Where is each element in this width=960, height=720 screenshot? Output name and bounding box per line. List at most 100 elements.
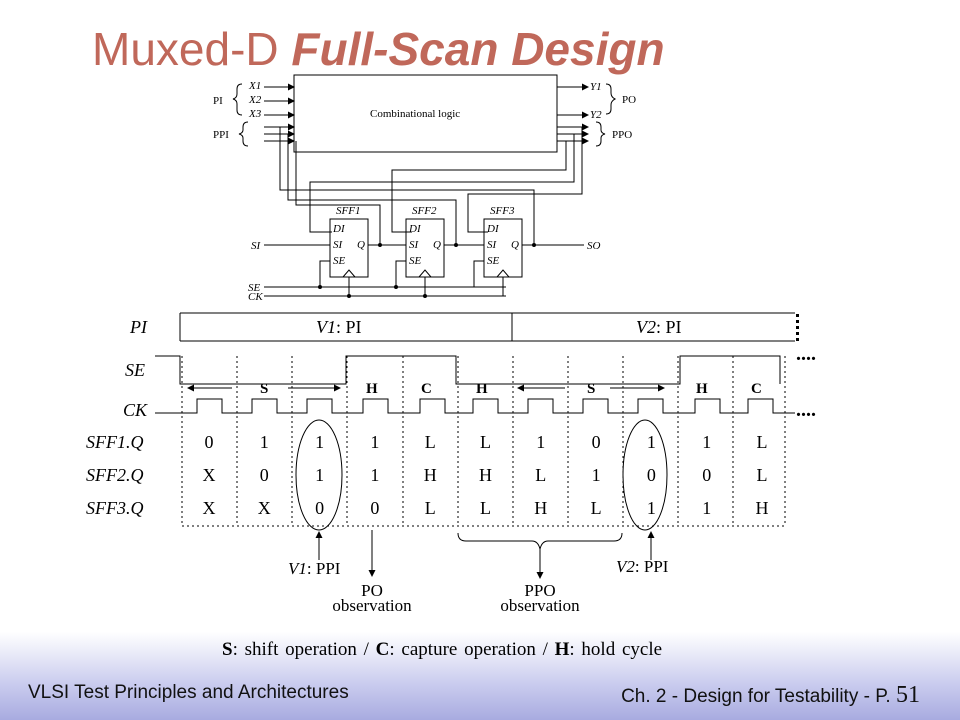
ppi-label: PPI: [213, 129, 229, 141]
logic-label: Combinational logic: [370, 108, 460, 120]
pi-v1: V1: PI: [316, 317, 362, 337]
v1-ppi-annotation: V1: PPI: [288, 559, 341, 578]
state-cell: 1: [260, 432, 269, 452]
state-cell: 0: [315, 498, 324, 518]
sff2-se: SE: [409, 255, 422, 267]
op-label-0: S: [260, 381, 268, 397]
title-emphasis: Full-Scan Design: [291, 23, 665, 75]
ppo-observation-2: observation: [500, 596, 580, 615]
footer-chapter-text: Ch. 2 - Design for Testability - P.: [621, 686, 891, 707]
output-y2: Y2: [590, 109, 602, 121]
sff2-di: DI: [408, 223, 422, 235]
state-cell: 0: [260, 465, 269, 485]
state-cell: 1: [702, 498, 711, 518]
state-cell: H: [479, 465, 492, 485]
po-observation-1: PO: [361, 581, 383, 600]
slide-title: Muxed-D Full-Scan Design: [92, 22, 665, 76]
sff1-di: DI: [332, 223, 346, 235]
state-cell: 1: [647, 432, 656, 452]
circuit: [232, 74, 617, 297]
legend-s-text: : shift operation /: [232, 639, 369, 660]
sff2-name: SFF2: [412, 205, 437, 217]
state-cell: L: [425, 498, 436, 518]
output-y1: Y1: [590, 81, 602, 93]
state-cell: 1: [315, 432, 324, 452]
state-cell: L: [757, 465, 768, 485]
sff1-si: SI: [333, 239, 344, 251]
sff3-di: DI: [486, 223, 500, 235]
state-cell: L: [591, 498, 602, 518]
title-plain: Muxed-D: [92, 23, 292, 75]
sff1-se: SE: [333, 255, 346, 267]
sff3-se: SE: [487, 255, 500, 267]
input-x1: X1: [248, 80, 261, 92]
legend-c-key: C: [375, 639, 390, 660]
state-cell: 0: [592, 432, 601, 452]
pi-v2: V2: PI: [636, 317, 682, 337]
timing-diagram: [155, 312, 795, 579]
sff2-q: Q: [433, 239, 441, 251]
state-cell: L: [480, 432, 491, 452]
op-label-5: H: [696, 381, 708, 397]
op-label-1: H: [366, 381, 378, 397]
op-label-6: C: [751, 381, 762, 397]
state-cell: H: [534, 498, 547, 518]
state-cell: 1: [370, 432, 379, 452]
footer-course-title: VLSI Test Principles and Architectures: [28, 682, 349, 703]
pi-row-label: PI: [129, 317, 148, 337]
op-labels: S H C H S H C: [260, 381, 762, 397]
ppo-observation-1: PPO: [524, 581, 555, 600]
si-label: SI: [251, 240, 262, 252]
state-cell: 0: [205, 432, 214, 452]
ck-label: CK: [248, 291, 263, 303]
state-cell: 0: [647, 465, 656, 485]
op-label-4: S: [587, 381, 595, 397]
state-label-sff2: SFF2.Q: [86, 465, 144, 485]
state-cell: H: [756, 498, 769, 518]
po-observation-2: observation: [332, 596, 412, 615]
state-cell: L: [480, 498, 491, 518]
state-label-sff1: SFF1.Q: [86, 432, 144, 452]
footer-band: [0, 632, 960, 720]
sff1-name: SFF1: [336, 205, 360, 217]
state-cell: 0: [702, 465, 711, 485]
legend-s-key: S: [222, 639, 233, 660]
input-x3: X3: [248, 108, 262, 120]
ck-row-label: CK: [123, 400, 148, 420]
state-cell: 1: [647, 498, 656, 518]
state-cell: 1: [536, 432, 545, 452]
state-cell: 0: [370, 498, 379, 518]
state-cell: 1: [315, 465, 324, 485]
po-label: PO: [622, 94, 636, 106]
pi-label: PI: [213, 95, 223, 107]
se-dots: ....: [796, 343, 816, 365]
se-label: SE: [248, 282, 261, 294]
input-x2: X2: [248, 94, 262, 106]
v1-capture-ellipse: [295, 419, 343, 531]
state-cell: 1: [592, 465, 601, 485]
state-cell: X: [203, 498, 216, 518]
state-cell: L: [535, 465, 546, 485]
state-cell: 1: [702, 432, 711, 452]
op-label-3: H: [476, 381, 488, 397]
ck-dots: ....: [796, 399, 816, 421]
state-cell: X: [258, 498, 271, 518]
sff1-q: Q: [357, 239, 365, 251]
sff3-q: Q: [511, 239, 519, 251]
state-cell: L: [425, 432, 436, 452]
legend-h-key: H: [554, 639, 570, 660]
v2-capture-ellipse: [622, 419, 668, 531]
se-row-label: SE: [125, 360, 145, 380]
state-label-sff3: SFF3.Q: [86, 498, 144, 518]
op-label-2: C: [421, 381, 432, 397]
legend: S: shift operation / C: capture operatio…: [222, 639, 662, 661]
state-cell: 1: [370, 465, 379, 485]
ppo-label: PPO: [612, 129, 632, 141]
page-number: 51: [896, 682, 920, 708]
sff3-si: SI: [487, 239, 498, 251]
state-cell: H: [424, 465, 437, 485]
so-label: SO: [587, 240, 601, 252]
